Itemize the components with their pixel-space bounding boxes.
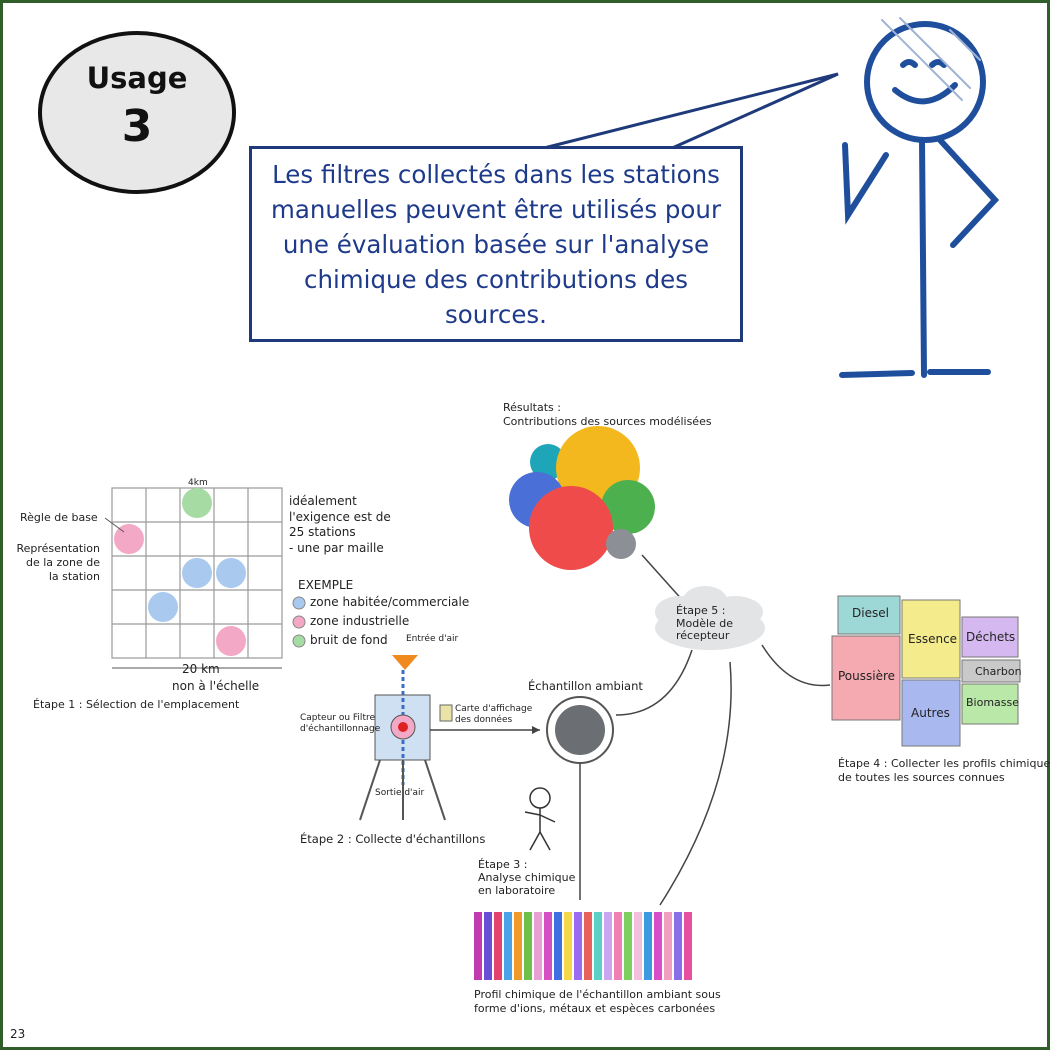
speech-text: Les filtres collectés dans les stations … — [270, 159, 722, 329]
results-bubbles — [509, 426, 655, 570]
step4-title: Étape 4 : Collecter les profils chimique… — [838, 757, 1050, 784]
grid-width-label: 20 km — [182, 662, 220, 676]
source-blocks — [831, 595, 1021, 747]
source-diesel: Diesel — [852, 606, 889, 620]
usage-badge: Usage 3 — [38, 31, 236, 194]
chemical-profile-bars — [474, 912, 692, 980]
example-title: EXEMPLE — [298, 578, 354, 592]
scientist-figure — [524, 787, 556, 851]
zone-industrial — [114, 524, 144, 554]
results-label: Résultats :Contributions des sources mod… — [503, 401, 712, 428]
source-waste: Déchets — [966, 630, 1016, 644]
zone-background — [182, 488, 212, 518]
source-other: Autres — [911, 706, 950, 720]
legend-residential: zone habitée/commerciale — [310, 595, 470, 609]
ambient-sample-label: Échantillon ambiant — [528, 679, 643, 693]
rule-pointer — [104, 517, 125, 533]
arrow-sources-to-model — [761, 644, 831, 687]
step2-title: Étape 2 : Collecte d'échantillons — [300, 832, 486, 846]
air-inlet-label: Entrée d'air — [406, 634, 459, 644]
station-grid — [111, 487, 283, 659]
legend-dot-blue — [292, 596, 306, 610]
source-petrol: Essence — [908, 632, 958, 646]
scale-note: non à l'échelle — [172, 679, 260, 693]
usage-label: Usage — [86, 61, 188, 95]
sample-filter — [555, 705, 605, 755]
receptor-model-cloud — [655, 586, 765, 650]
usage-number: 3 — [121, 101, 153, 152]
speech-bubble: Les filtres collectés dans les stations … — [249, 146, 743, 342]
rule-label: Règle de base — [20, 511, 98, 524]
air-outlet-label: Sortie d'air — [375, 788, 425, 798]
stick-figure — [839, 17, 1000, 378]
profile-caption: Profil chimique de l'échantillon ambiant… — [474, 988, 721, 1015]
source-biomass: Biomasse — [966, 696, 1020, 709]
zone-residential — [216, 558, 246, 588]
grid-size-label: 4km — [188, 478, 208, 488]
legend-dot-pink — [292, 615, 306, 629]
source-coal: Charbon — [975, 665, 1022, 678]
legend-background: bruit de fond — [310, 633, 388, 647]
arrow-to-results — [641, 554, 686, 604]
legend-industrial: zone industrielle — [310, 614, 410, 628]
zone-residential — [182, 558, 212, 588]
source-dust: Poussière — [838, 669, 896, 683]
step1-title: Étape 1 : Sélection de l'emplacement — [33, 698, 240, 711]
zone-residential — [148, 592, 178, 622]
arrow-profile-to-model — [659, 661, 732, 906]
zone-industrial — [216, 626, 246, 656]
legend-dot-green — [292, 634, 306, 648]
sampler-device — [359, 655, 540, 821]
arrow-to-model — [615, 649, 693, 716]
page-number: 23 — [10, 1027, 26, 1041]
